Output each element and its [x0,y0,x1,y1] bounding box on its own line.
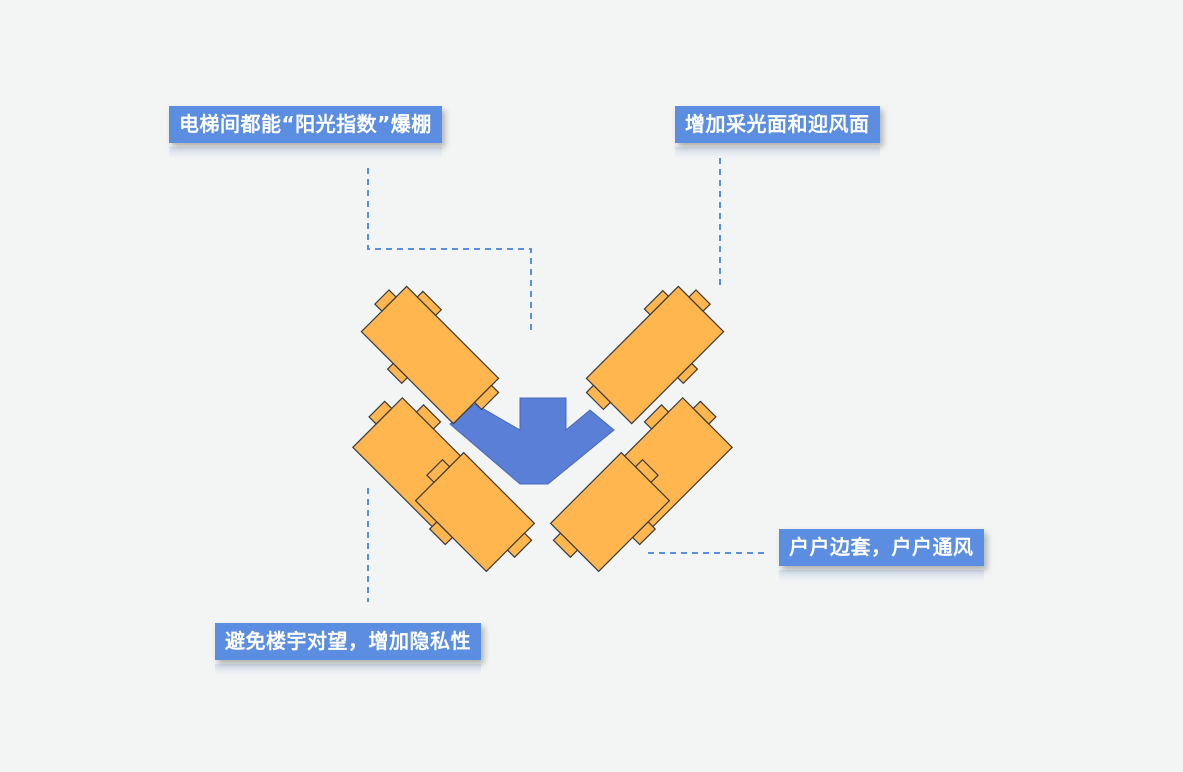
callout-corner-units-ventilation: 户户边套，户户通风 [779,529,984,582]
unit-top-left [360,285,500,425]
callout-sunlit-elevator-hall: 电梯间都能“阳光指数”爆棚 [169,106,442,159]
unit-top-right [585,285,725,425]
callout-privacy: 避免楼宇对望，增加隐私性 [215,623,481,676]
callout-light-and-wind-exposure: 增加采光面和迎风面 [675,106,880,159]
right-wing-units [549,285,734,573]
unit-right-inner [549,451,671,573]
left-wing-units [351,285,536,573]
leader-line-top-left [367,168,532,333]
central-core [449,397,615,485]
unit-left-inner [414,451,536,573]
